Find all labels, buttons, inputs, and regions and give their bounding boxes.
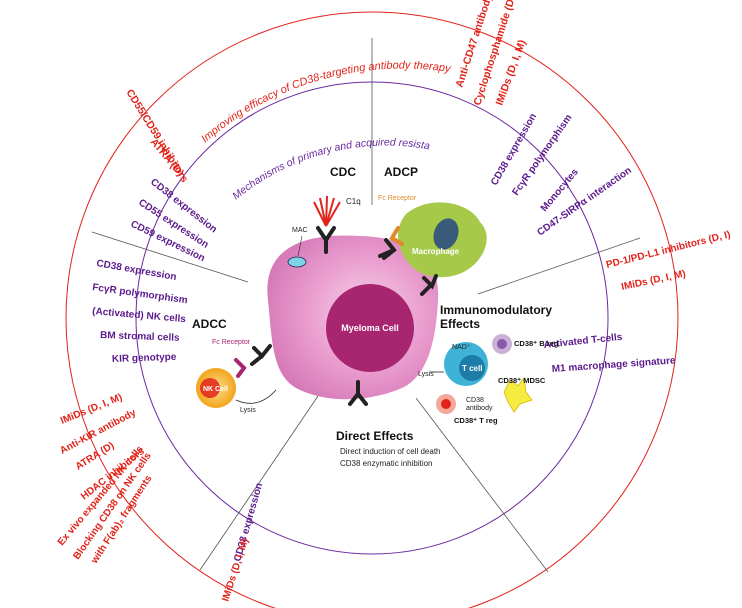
cdc-title: CDC	[330, 165, 356, 179]
label-fcgr-adcc: FcγR polymorphism	[92, 282, 189, 306]
direct-title: Direct Effects	[336, 429, 414, 443]
immuno-lysis-label: Lysis	[418, 371, 434, 378]
divider-bottom-left	[199, 395, 319, 571]
divider-left	[91, 231, 249, 283]
antibody-adcp	[378, 238, 397, 260]
cd38-antibody-label-1: CD38	[466, 397, 484, 404]
fc-receptor-adcc-icon	[234, 358, 247, 378]
label-kir-genotype: KIR genotype	[112, 352, 177, 365]
mac-pore-icon	[287, 256, 307, 268]
direct-line1: Direct induction of cell death	[340, 447, 441, 456]
adcp-fc-receptor-label: Fc Receptor	[378, 195, 417, 202]
c1q-icon	[313, 195, 341, 227]
direct-line2: CD38 enzymatic inhibition	[340, 459, 433, 468]
cd38-antibody-label-2: antibody	[466, 405, 493, 412]
inner-ring-label: Mechanisms of primary and acquired resis…	[0, 0, 431, 202]
divider-right	[477, 237, 641, 295]
nadplus-label: NAD⁺	[452, 344, 471, 351]
t-cell-label: T cell	[462, 364, 482, 373]
adcc-fc-receptor-label: Fc Receptor	[212, 339, 251, 346]
mdsc-cell	[503, 376, 533, 413]
label-pd1-pdl1: PD-1/PD-L1 inhibitors (D, I)	[605, 229, 732, 271]
adcp-title: ADCP	[384, 165, 418, 179]
adcc-title: ADCC	[192, 317, 227, 331]
outer-ring	[65, 11, 679, 608]
t-reg-label: CD38⁺ T reg	[454, 416, 498, 425]
antibody-direct	[348, 380, 368, 406]
c1q-label: C1q	[346, 197, 361, 206]
label-bm-stromal: BM stromal cells	[100, 330, 180, 344]
label-m1-macrophage: M1 macrophage signature	[551, 355, 676, 375]
macrophage-label: Macrophage	[412, 247, 460, 256]
myeloma-label: Myeloma Cell	[341, 323, 399, 333]
adcc-lysis-label: Lysis	[240, 407, 256, 414]
mac-label: MAC	[292, 227, 308, 234]
mdsc-label: CD38⁺ MDSC	[498, 376, 546, 385]
myeloma-nucleus	[326, 284, 414, 372]
fc-receptor-adcp-icon	[389, 226, 404, 246]
label-activated-nk: (Activated) NK cells	[92, 306, 187, 325]
macrophage-nucleus	[433, 218, 459, 250]
label-cd38-expression-adcc: CD38 expression	[95, 258, 177, 283]
divider-bottom-right	[415, 397, 549, 573]
immuno-title-1: Immunomodulatory	[440, 303, 552, 317]
nk-cell-label: NK Cell	[203, 386, 228, 393]
antibody-cdc	[316, 226, 336, 254]
antibody-adcp-2	[420, 274, 438, 296]
outer-ring-label: Improving efficacy of CD38-targeting ant…	[199, 59, 453, 145]
antibody-adcc	[250, 344, 272, 366]
b-reg-label: CD38⁺ B reg	[514, 339, 559, 348]
immuno-title-2: Effects	[440, 317, 480, 331]
